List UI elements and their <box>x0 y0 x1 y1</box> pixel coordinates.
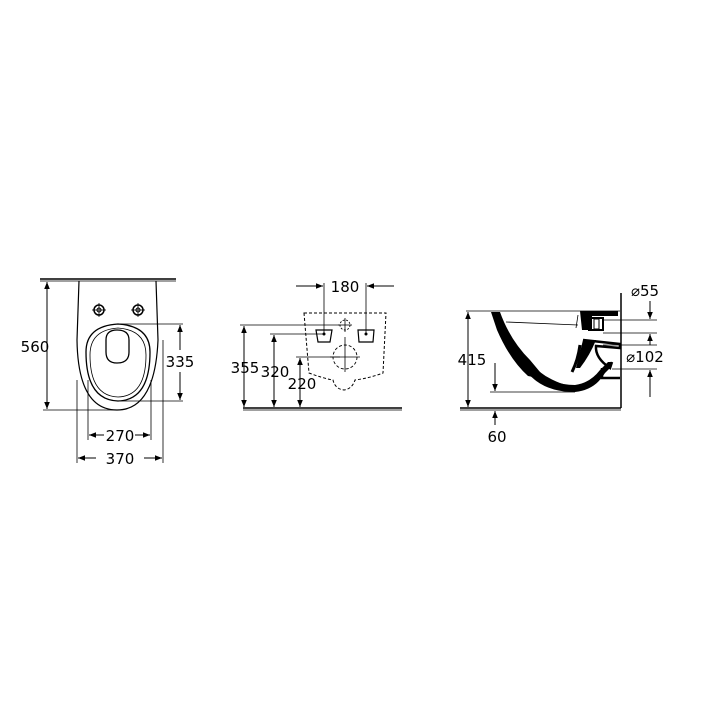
dim-pipe-102: ⌀102 <box>626 348 664 366</box>
dim-height-320: 320 <box>261 363 290 381</box>
dim-pipe-55: ⌀55 <box>631 282 659 300</box>
dim-floor-clearance: 60 <box>487 428 506 446</box>
dim-side-height: 415 <box>458 351 487 369</box>
dim-total-width: 370 <box>106 450 135 468</box>
rear-view: 180 355 320 220 <box>231 278 402 411</box>
dim-fixing-spacing: 180 <box>331 278 360 296</box>
dim-seat-width: 270 <box>106 427 135 445</box>
dim-height-220: 220 <box>288 375 317 393</box>
fixing-bolt-icon <box>131 303 145 317</box>
dim-front-height: 560 <box>21 338 50 356</box>
side-view: ⌀55 ⌀102 415 60 <box>458 282 664 446</box>
fixing-bolt-icon <box>92 303 106 317</box>
dim-seat-height: 335 <box>166 353 195 371</box>
dim-height-355: 355 <box>231 359 260 377</box>
front-view: 560 335 270 370 <box>21 278 195 468</box>
